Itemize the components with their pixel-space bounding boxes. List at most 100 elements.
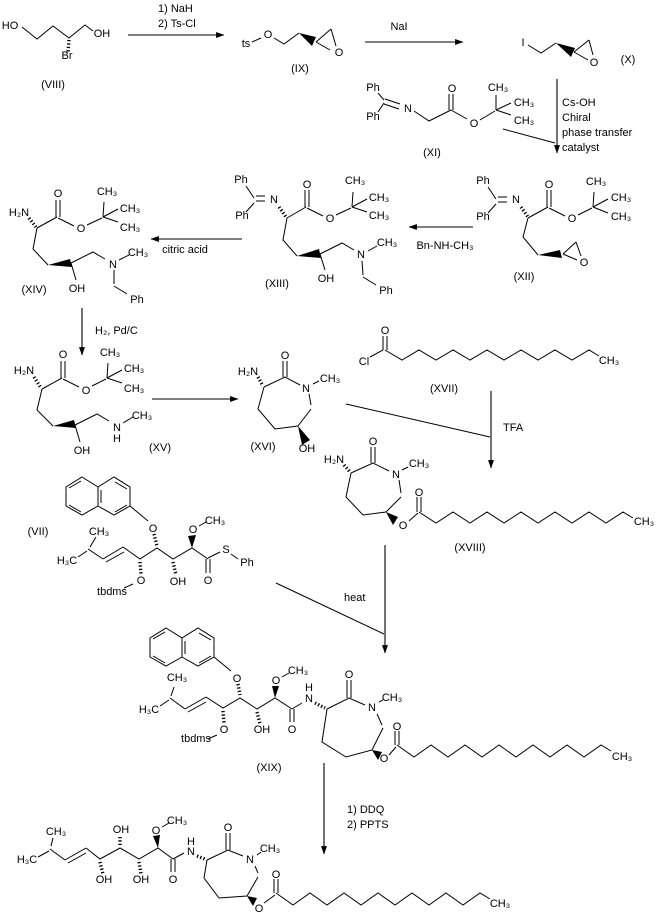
atom-label: CH₃ [167, 672, 187, 684]
atom-label: N [270, 194, 278, 206]
compound-label-viii: (VIII) [41, 79, 65, 91]
atom-label: Ph [476, 175, 489, 187]
atom-label: CH₃ [369, 210, 389, 222]
atom-label: CH₃ [377, 237, 397, 249]
atom-label: CH₃ [46, 826, 66, 838]
structure-x: I O (X) [521, 37, 635, 69]
atom-label: N [302, 383, 310, 395]
reaction-arrow-2: NaI [365, 21, 464, 45]
structure-ix: ts O O (IX) [242, 28, 344, 75]
atom-label: O [326, 213, 335, 225]
atom-label: N [305, 693, 313, 705]
bonds [37, 822, 491, 906]
atom-label: O [54, 188, 63, 200]
atom-label: OH [94, 28, 111, 40]
atom-label: O [545, 179, 554, 191]
atom-label: Ph [130, 294, 143, 306]
atom-label: O [335, 47, 344, 59]
atom-label: CH₃ [89, 526, 109, 538]
structure-xiv: H₂N O O CH₃ CH₃ CH₃ OH N CH₃ Ph (XIV) [9, 186, 148, 306]
atom-label: CH₃ [586, 176, 606, 188]
structure-xii: Ph Ph N O O CH₃ CH₃ CH₃ O (XII) [476, 175, 631, 283]
atom-label: O [137, 575, 146, 587]
atom-label: HO [2, 20, 19, 32]
atom-label: H₃C [139, 704, 159, 716]
bonds [159, 656, 612, 760]
atom-label: CH₃ [369, 192, 389, 204]
atom-label: O [152, 825, 161, 837]
atom-label: Ph [379, 285, 392, 297]
atom-label: H₃C [57, 555, 77, 567]
atom-label: H₃C [17, 854, 37, 866]
reagent-line: Cs-OH [562, 97, 596, 109]
compound-label-ix: (IX) [291, 63, 309, 75]
compound-label-xiv: (XIV) [21, 284, 46, 296]
atom-label: H [305, 682, 313, 694]
atom-label: CH₃ [612, 751, 632, 763]
atom-label: CH₃ [260, 843, 280, 855]
compound-label-xix: (XIX) [256, 762, 281, 774]
structure-xvi: H₂N O N CH₃ OH (XVI) [238, 350, 340, 455]
atom-label: O [272, 869, 281, 881]
bonds [527, 39, 594, 61]
atom-label: OH [69, 283, 86, 295]
compound-label-xvii: (XVII) [430, 383, 458, 395]
atom-label: O [448, 83, 457, 95]
reagent-line: 1) NaH [158, 3, 193, 15]
atom-label: Br [62, 50, 73, 62]
atom-label: O [82, 385, 91, 397]
atom-label: H₂N [14, 365, 34, 377]
reagent-line: citric acid [162, 244, 208, 256]
compound-label-xvi: (XVI) [250, 441, 275, 453]
atom-label: H₂N [9, 207, 29, 219]
atom-label: ts [242, 38, 251, 50]
atom-label: CH₃ [514, 115, 534, 127]
atom-label: O [399, 520, 408, 532]
atom-label: O [380, 753, 389, 765]
atom-label: CH₃ [167, 815, 187, 827]
atom-label: O [590, 57, 599, 69]
reagent-line: phase transfer [562, 127, 633, 139]
structure-final-product: CH₃ H₃C OH OH OH O CH₃ O H N O N CH₃ O O… [17, 815, 510, 915]
atom-label: H [113, 433, 121, 445]
atom-label: O [415, 487, 424, 499]
bonds [256, 361, 320, 445]
reaction-arrow-9: heat [275, 545, 388, 654]
atom-label: N [404, 103, 412, 115]
atom-label: OH [254, 724, 271, 736]
atom-label: OH [133, 874, 150, 886]
structure-xv: H₂N O O CH₃ CH₃ CH₃ OH N H CH₃ (XV) [14, 347, 171, 457]
reaction-arrow-6: H₂, Pd/C [79, 308, 138, 356]
compound-label-xii: (XII) [514, 271, 535, 283]
atom-label: tbdms [97, 586, 127, 598]
compound-label-xviii: (XVIII) [454, 542, 485, 554]
atom-label: O [204, 575, 213, 587]
atom-label: CH₃ [611, 211, 631, 223]
structure-xiii: Ph Ph N O O CH₃ CH₃ CH₃ OH N CH₃ Ph (XII… [234, 174, 397, 297]
atom-label: N [512, 194, 520, 206]
structure-xi: Ph Ph N O O CH₃ CH₃ CH₃ (XI) [366, 82, 534, 159]
atom-label: OH [74, 445, 91, 457]
bonds [377, 92, 512, 122]
compound-label-xv: (XV) [149, 442, 171, 454]
atom-label: O [149, 523, 158, 535]
atom-label: O [255, 903, 264, 915]
compound-label-x: (X) [621, 54, 636, 66]
atom-label: CH₃ [128, 247, 148, 259]
atom-label: OH [170, 576, 187, 588]
reagent-line: Chiral [562, 112, 591, 124]
atom-label: O [470, 118, 479, 130]
atom-label: O [393, 721, 402, 733]
atom-label: N [187, 846, 195, 858]
bonds [487, 186, 609, 261]
atom-label: O [303, 179, 312, 191]
naphthalene-ring [149, 627, 215, 667]
atom-label: O [580, 257, 589, 269]
atom-label: O [59, 349, 68, 361]
atom-label: O [233, 673, 242, 685]
atom-label: O [189, 524, 198, 536]
naphthalene-ring [65, 476, 131, 516]
reagent-line: 1) DDQ [347, 804, 385, 816]
atom-label: OH [113, 824, 130, 836]
